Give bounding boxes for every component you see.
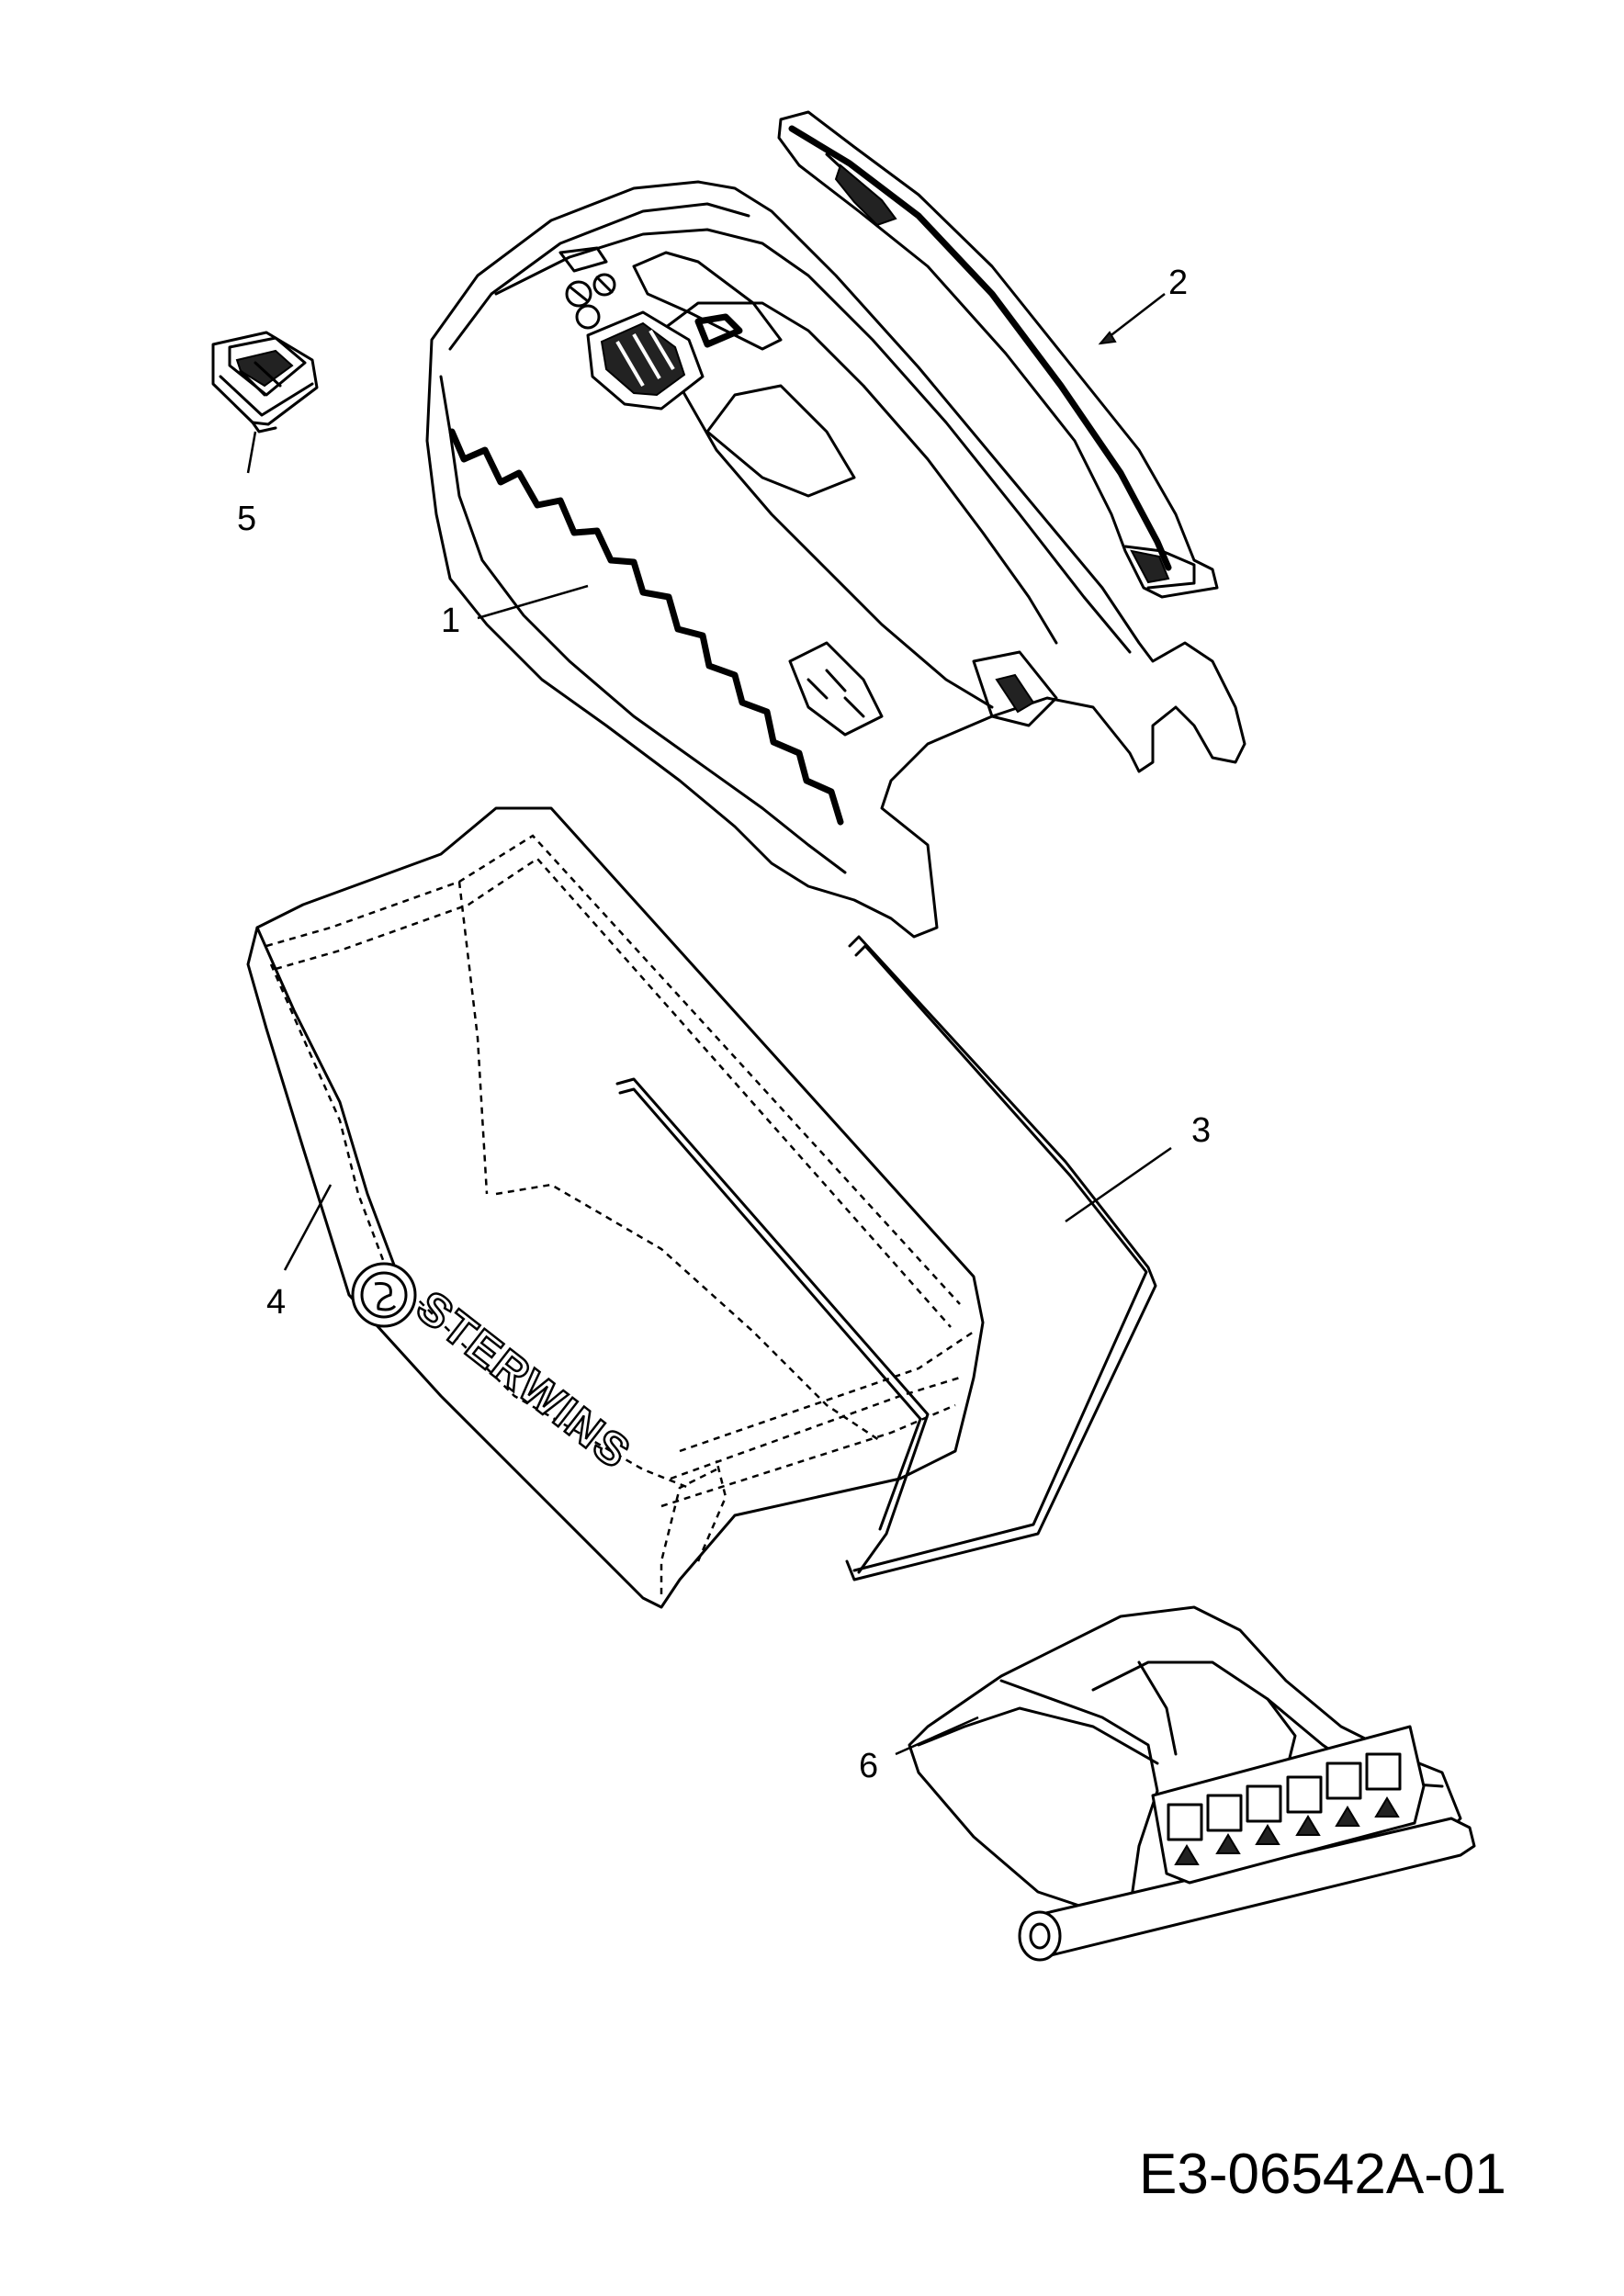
part-4-grass-bag[interactable]: STERWINS xyxy=(246,806,985,1609)
part-1-catcher-cover[interactable] xyxy=(425,180,1246,939)
part-2-handle[interactable] xyxy=(777,110,1219,599)
part-3-wire-frame[interactable] xyxy=(615,935,1157,1581)
callout-5: 5 xyxy=(237,500,256,538)
callout-6: 6 xyxy=(859,1747,878,1785)
part-6-deflector-flap[interactable] xyxy=(908,1605,1476,1962)
callout-3: 3 xyxy=(1191,1111,1211,1150)
drawing-number: E3-06542A-01 xyxy=(1139,2143,1506,2206)
warning-label-icons xyxy=(1167,1752,1402,1865)
part-5-latch-clip[interactable] xyxy=(211,331,319,433)
callout-1: 1 xyxy=(441,602,460,640)
callout-4: 4 xyxy=(266,1283,286,1322)
leader-lines xyxy=(246,293,1172,1756)
callout-2: 2 xyxy=(1168,264,1188,302)
callout-labels: 5 1 2 3 4 6 xyxy=(237,264,1211,1785)
